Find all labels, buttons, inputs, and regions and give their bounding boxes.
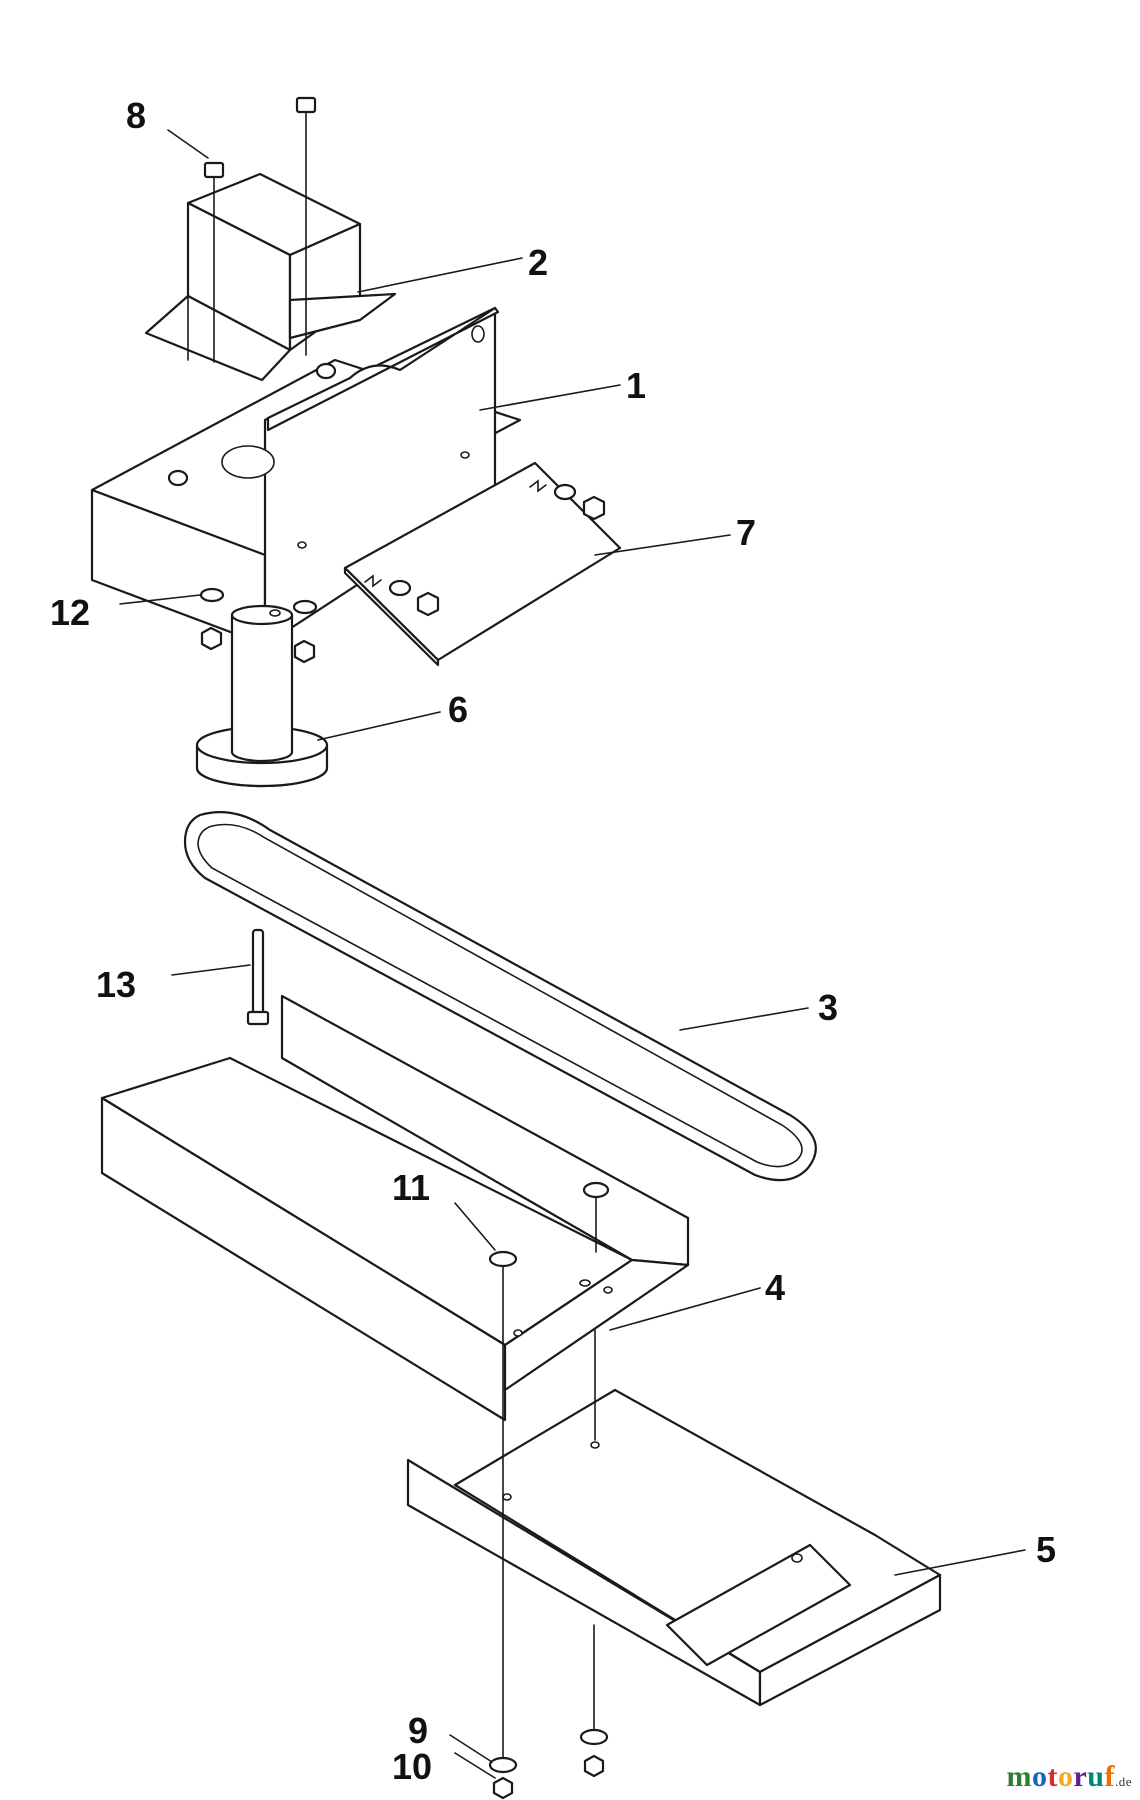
part-6-pulley bbox=[195, 604, 329, 788]
part-4-belt-guard-tray bbox=[100, 994, 690, 1422]
callout-10: 10 bbox=[392, 1746, 432, 1787]
leader-lines bbox=[119, 129, 1026, 1779]
callout-6: 6 bbox=[448, 689, 468, 730]
callout-1: 1 bbox=[626, 365, 646, 406]
watermark-letter: o bbox=[1057, 1760, 1074, 1793]
callout-11: 11 bbox=[392, 1167, 430, 1208]
watermark-letter: o bbox=[1031, 1760, 1048, 1793]
callout-9: 9 bbox=[408, 1710, 428, 1751]
callout-4: 4 bbox=[765, 1267, 785, 1308]
watermark-letter: r bbox=[1073, 1760, 1088, 1793]
watermark-letter: m bbox=[1006, 1760, 1032, 1793]
callout-labels: 8 2 1 7 12 6 13 3 11 4 5 9 10 bbox=[50, 95, 1056, 1787]
part-5-base-plate bbox=[406, 1388, 942, 1707]
callout-3: 3 bbox=[818, 987, 838, 1028]
watermark-suffix: .de bbox=[1114, 1774, 1132, 1789]
callout-5: 5 bbox=[1036, 1529, 1056, 1570]
part-1-housing-bracket bbox=[90, 306, 522, 647]
part-3-v-belt bbox=[183, 811, 817, 1182]
callout-12: 12 bbox=[50, 592, 90, 633]
callout-13: 13 bbox=[96, 964, 136, 1005]
part-7-guard-plate bbox=[343, 461, 622, 667]
callout-7: 7 bbox=[736, 512, 756, 553]
motoruf-watermark: motoruf.de bbox=[1006, 1760, 1132, 1794]
callout-2: 2 bbox=[528, 242, 548, 283]
watermark-letter: t bbox=[1047, 1760, 1058, 1793]
callout-8: 8 bbox=[126, 95, 146, 136]
watermark-letters: motoruf bbox=[1006, 1760, 1115, 1793]
watermark-letter: f bbox=[1104, 1760, 1115, 1793]
watermark-letter: u bbox=[1087, 1760, 1105, 1793]
part-2-cover-bracket bbox=[144, 172, 397, 382]
fasteners bbox=[167, 96, 610, 1800]
